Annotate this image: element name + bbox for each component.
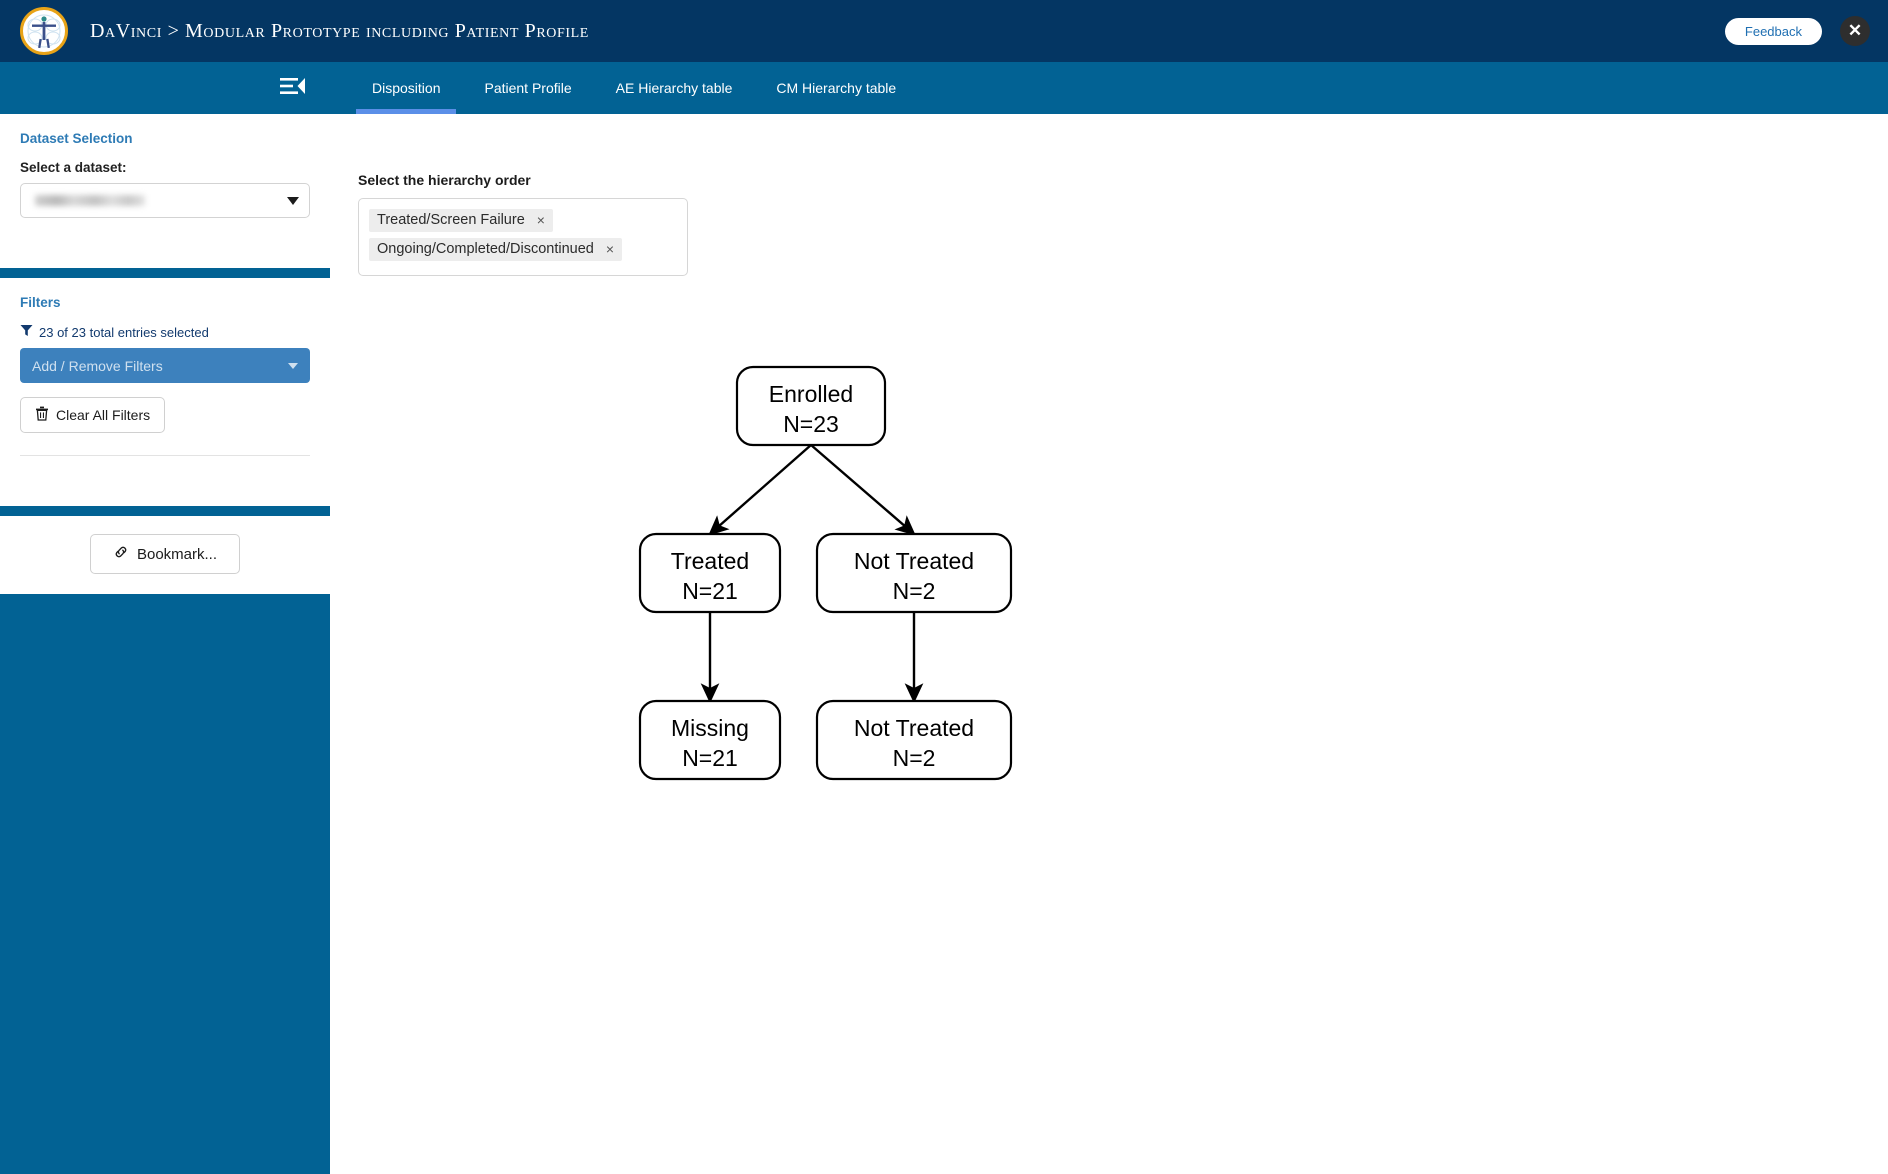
tab-bar: Disposition Patient Profile AE Hierarchy… <box>330 62 1888 114</box>
bookmark-label: Bookmark... <box>136 545 218 563</box>
flow-node-label: Not Treated <box>854 548 974 574</box>
disposition-panel: Select the hierarchy order Treated/Scree… <box>330 114 1888 1062</box>
flow-node-label: Missing <box>671 715 749 741</box>
filters-divider <box>20 455 310 456</box>
panel-spacer <box>20 218 310 246</box>
hierarchy-order-input[interactable]: Treated/Screen Failure × Ongoing/Complet… <box>358 198 688 276</box>
flow-node-count: N=2 <box>893 578 936 604</box>
filter-count-row: 23 of 23 total entries selected <box>20 324 310 340</box>
bookmark-button[interactable]: Bookmark... <box>89 534 241 574</box>
feedback-button[interactable]: Feedback <box>1724 17 1822 45</box>
hierarchy-chip-treated-screen-failure[interactable]: Treated/Screen Failure × <box>369 209 553 232</box>
hierarchy-order-label: Select the hierarchy order <box>358 172 531 188</box>
funnel-icon <box>20 324 33 340</box>
header-actions: Feedback ✕ <box>1724 16 1874 46</box>
hierarchy-chip-ongoing-completed-discontinued[interactable]: Ongoing/Completed/Discontinued × <box>369 238 623 261</box>
dataset-field-label: Select a dataset: <box>20 160 127 175</box>
flow-edge-enrolled-to-not_treated <box>810 444 916 536</box>
flow-node-shape <box>815 532 1013 614</box>
main-content: Disposition Patient Profile AE Hierarchy… <box>330 62 1888 1174</box>
sidebar-header <box>0 62 330 114</box>
link-chain-icon <box>113 544 129 564</box>
close-icon[interactable]: ✕ <box>1840 16 1870 46</box>
clear-all-filters-button[interactable]: Clear All Filters <box>20 397 166 433</box>
flow-edge-enrolled-to-treated <box>708 444 812 536</box>
app-logo <box>16 3 72 59</box>
add-remove-filters-select[interactable]: Add / Remove Filters <box>20 348 310 383</box>
dataset-selection-title: Dataset Selection <box>20 131 133 146</box>
dataset-selected-value <box>35 195 145 206</box>
flow-node-label: Treated <box>671 548 749 574</box>
dataset-select[interactable] <box>20 183 310 218</box>
clear-all-filters-label: Clear All Filters <box>56 407 151 423</box>
tab-cm-hierarchy-table[interactable]: CM Hierarchy table <box>776 80 897 96</box>
bookmark-panel: Bookmark... <box>0 516 330 594</box>
tab-disposition[interactable]: Disposition <box>350 62 462 114</box>
flow-node-count: N=23 <box>783 411 839 437</box>
flow-node-shape <box>735 365 887 447</box>
flow-node-count: N=2 <box>893 745 936 771</box>
flow-node-count: N=21 <box>682 745 738 771</box>
davinci-vitruvian-logo-icon <box>20 7 68 55</box>
chip-label: Treated/Screen Failure <box>377 212 525 228</box>
chip-remove-icon[interactable]: × <box>605 241 615 257</box>
chip-label: Ongoing/Completed/Discontinued <box>377 241 594 257</box>
collapse-menu-icon[interactable] <box>280 76 306 101</box>
flow-node-count: N=21 <box>682 578 738 604</box>
flow-node-shape <box>815 699 1013 781</box>
panel-spacer <box>20 456 310 484</box>
dataset-selection-panel: Dataset Selection Select a dataset: <box>0 114 330 268</box>
sidebar: Dataset Selection Select a dataset: Filt… <box>0 62 330 1174</box>
flow-node-shape <box>638 532 782 614</box>
app-header: DaVinci > Modular Prototype including Pa… <box>0 0 1888 62</box>
add-remove-filters-label: Add / Remove Filters <box>32 357 163 374</box>
chevron-down-icon <box>287 196 299 205</box>
filters-panel: Filters 23 of 23 total entries selected … <box>0 278 330 506</box>
trash-icon <box>35 406 49 424</box>
flowchart-edges <box>700 444 924 704</box>
filters-title: Filters <box>20 295 61 310</box>
flow-node-label: Not Treated <box>854 715 974 741</box>
chevron-down-icon <box>288 362 298 369</box>
tab-patient-profile[interactable]: Patient Profile <box>484 80 572 96</box>
flow-node-shape <box>638 699 782 781</box>
tab-ae-hierarchy-table[interactable]: AE Hierarchy table <box>615 80 733 96</box>
flow-node-label: Enrolled <box>769 381 853 407</box>
page-title: DaVinci > Modular Prototype including Pa… <box>90 19 589 42</box>
chip-remove-icon[interactable]: × <box>536 212 545 228</box>
filter-count-text: 23 of 23 total entries selected <box>39 324 209 340</box>
